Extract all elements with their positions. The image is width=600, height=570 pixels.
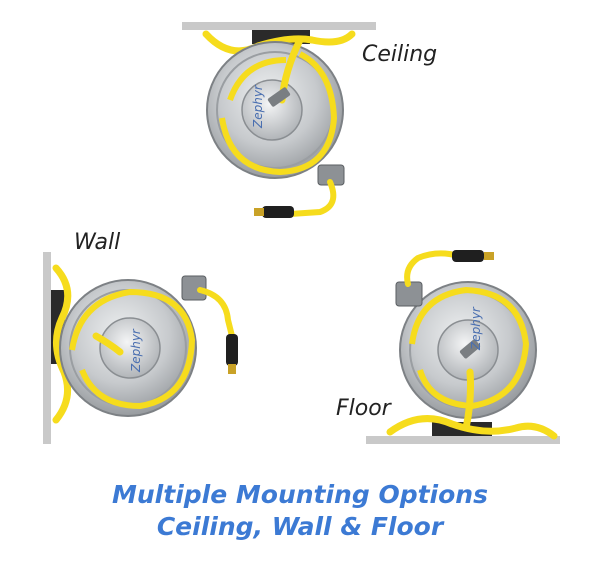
floor-brand-mark: Zephyr	[469, 306, 483, 351]
wall-brand-mark: Zephyr	[129, 328, 143, 373]
wall-surface	[43, 252, 51, 444]
wall-reel: Zephyr	[51, 264, 238, 424]
wall-label: Wall	[74, 230, 121, 255]
ceiling-label: Ceiling	[362, 42, 438, 67]
ceiling-surface	[182, 22, 376, 30]
ceiling-brand-mark: Zephyr	[251, 84, 265, 129]
caption-line-1: Multiple Mounting Options	[112, 480, 488, 509]
caption-line-2: Ceiling, Wall & Floor	[156, 512, 444, 541]
ceiling-reel: Zephyr	[202, 30, 356, 218]
floor-surface	[366, 436, 560, 444]
floor-reel: Zephyr	[386, 250, 558, 440]
floor-label: Floor	[336, 396, 391, 421]
